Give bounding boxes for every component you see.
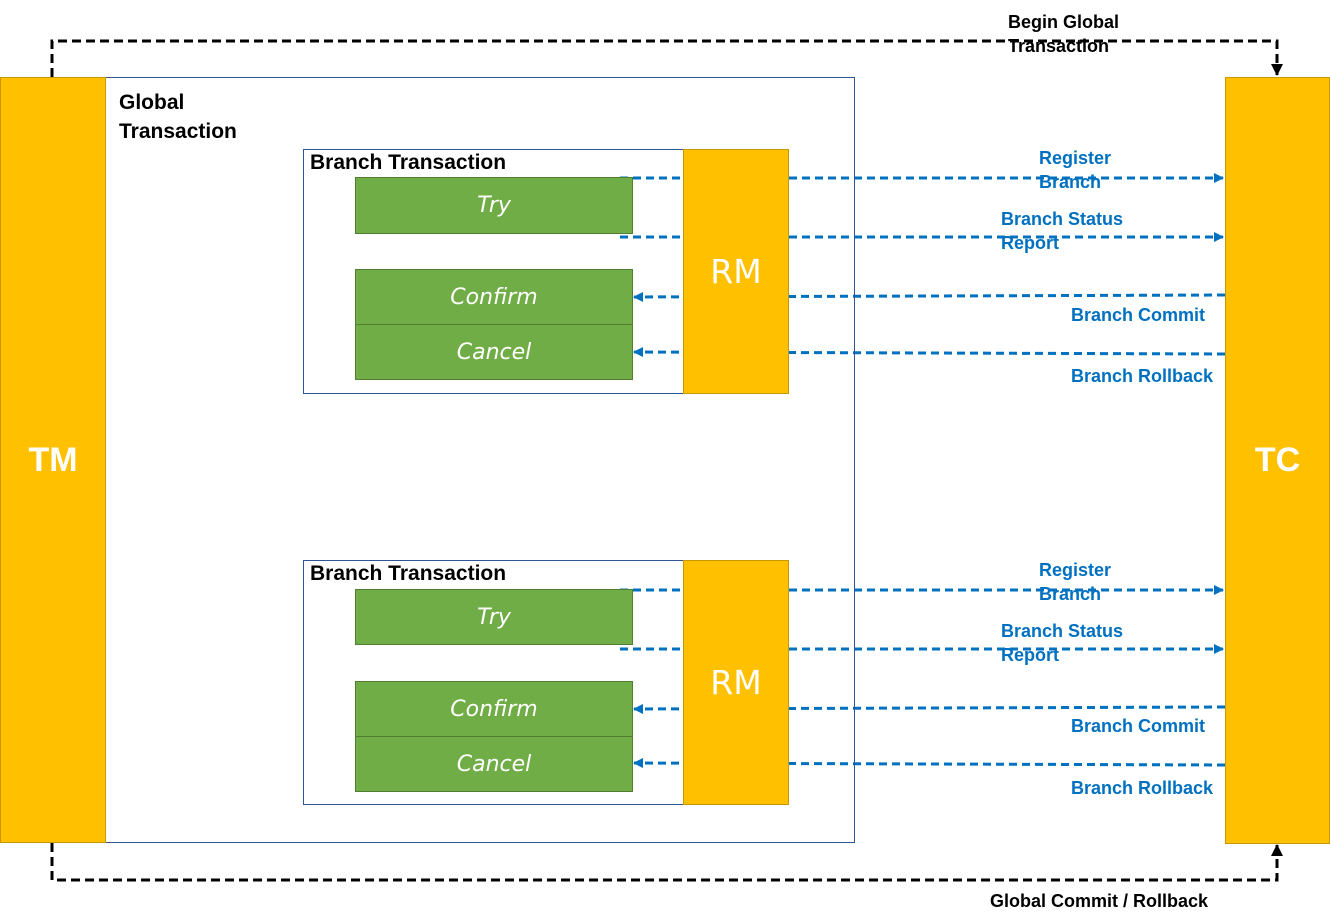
branch-rollback-arrow-2 (633, 758, 1226, 769)
branch-rollback-arrow-1 (633, 347, 1226, 358)
rm-label-1: RM (710, 252, 762, 291)
register-branch-line1-2: Register (1039, 560, 1112, 580)
status-report-line1-2: Branch Status (1001, 621, 1124, 641)
status-report-line1-1: Branch Status (1001, 209, 1124, 229)
confirm-step-1: Confirm (355, 269, 633, 325)
status-report-label-2: Branch Status Report (1001, 619, 1123, 667)
try-label-1: Try (477, 193, 511, 218)
branch-commit-label-2: Branch Commit (1071, 716, 1206, 736)
branch-commit-label-1: Branch Commit (1071, 305, 1206, 325)
register-branch-line2-2: Branch (1039, 584, 1102, 604)
rm-label-2: RM (710, 663, 762, 702)
global-transaction-title-line2: Transaction (119, 120, 237, 143)
branch-rollback-label-2: Branch Rollback (1071, 778, 1214, 798)
status-report-label-1: Branch Status Report (1001, 207, 1123, 255)
status-report-line2-2: Report (1001, 645, 1059, 665)
branch-commit-arrow-2 (633, 703, 1226, 714)
tc-label: TC (1254, 441, 1301, 479)
global-transaction-title: Global Transaction (119, 88, 237, 146)
status-report-line2-1: Report (1001, 233, 1059, 253)
tm-label: TM (28, 440, 78, 479)
try-step-2: Try (355, 589, 633, 645)
branch-transaction-title-1: Branch Transaction (310, 151, 507, 174)
branch-transaction-title-2: Branch Transaction (310, 562, 507, 585)
global-commit-rollback-arrow (50, 843, 1283, 882)
branch-commit-arrow-1 (633, 291, 1226, 302)
begin-global-line1: Begin Global (1008, 12, 1120, 32)
rm-box-2: RM (683, 560, 789, 805)
cancel-step-1: Cancel (355, 324, 633, 380)
confirm-label-2: Confirm (450, 696, 538, 722)
branch-rollback-label-1: Branch Rollback (1071, 366, 1214, 386)
confirm-label-1: Confirm (450, 284, 538, 310)
tm-pillar: TM (0, 77, 106, 843)
register-branch-line2-1: Branch (1039, 172, 1102, 192)
global-commit-rollback-label: Global Commit / Rollback (990, 891, 1209, 911)
cancel-step-2: Cancel (355, 736, 633, 792)
tc-pillar: TC (1225, 77, 1330, 844)
register-branch-label-2: Register Branch (1039, 558, 1111, 606)
begin-global-transaction-arrow (50, 39, 1283, 77)
cancel-label-1: Cancel (456, 339, 532, 365)
register-branch-label-1: Register Branch (1039, 146, 1111, 194)
confirm-step-2: Confirm (355, 681, 633, 737)
global-transaction-title-line1: Global (119, 91, 185, 114)
rm-box-1: RM (683, 149, 789, 394)
cancel-label-2: Cancel (456, 751, 532, 777)
try-step-1: Try (355, 177, 633, 234)
register-branch-line1-1: Register (1039, 148, 1112, 168)
begin-global-line2: Transaction (1008, 36, 1110, 56)
begin-global-transaction-label: Begin Global Transaction (1008, 10, 1119, 58)
try-label-2: Try (477, 604, 511, 630)
